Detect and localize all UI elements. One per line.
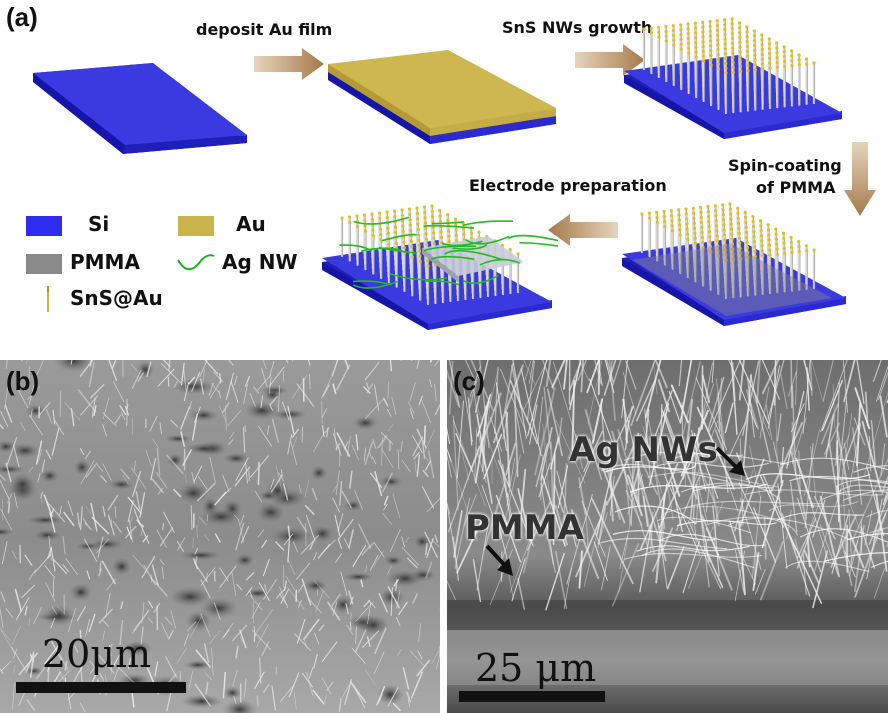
legend-snsau-text: SnS@Au (70, 286, 163, 310)
step-electrode-label: Electrode preparation (469, 176, 667, 195)
scale-text-b: 20μm (42, 632, 152, 676)
scale-text-c: 25 μm (475, 646, 597, 690)
legend-si-swatch (26, 216, 62, 236)
step-spin-label-1: Spin-coating (728, 156, 842, 175)
annot-pmma-arrow (485, 544, 513, 576)
arrow-spin (844, 142, 876, 216)
step-growth-label: SnS NWs growth (502, 18, 653, 37)
legend-au-text: Au (236, 212, 266, 236)
panel-a-label: (a) (6, 2, 38, 32)
step-deposit-label: deposit Au film (196, 20, 333, 39)
step-spin-label-2: of PMMA (756, 178, 836, 197)
annot-pmma: PMMA (465, 508, 584, 548)
legend-pmma-text: PMMA (70, 250, 140, 274)
arrow-deposit (254, 48, 324, 80)
legend-si-text: Si (88, 212, 110, 236)
nanowire-array-1 (624, 17, 842, 139)
sem-image-b: 20μm (b) (0, 360, 440, 713)
si-substrate-1 (33, 63, 247, 154)
sem-c-texture (447, 360, 888, 713)
panel-b-label: (b) (6, 366, 40, 396)
nanowire-array-pmma (622, 202, 846, 326)
arrow-electrode (548, 214, 618, 246)
legend-au-swatch (178, 216, 214, 236)
sem-b-texture (0, 360, 440, 713)
legend-agnw-icon (177, 254, 215, 271)
scale-bar-b (16, 682, 186, 693)
scale-bar-c (459, 691, 605, 702)
arrow-growth (575, 44, 645, 76)
annot-ag-arrow (715, 446, 745, 476)
panel-c-label: (c) (453, 366, 485, 396)
annot-ag-nws: Ag NWs (569, 430, 718, 470)
legend-snsau-icon (47, 286, 49, 312)
legend-agnw-text: Ag NW (222, 250, 298, 274)
device-with-agnw (322, 204, 558, 330)
sem-image-c: Ag NWs PMMA 25 μm (c) (447, 360, 888, 713)
legend-pmma-swatch (26, 254, 62, 274)
si-au-substrate (328, 50, 556, 144)
